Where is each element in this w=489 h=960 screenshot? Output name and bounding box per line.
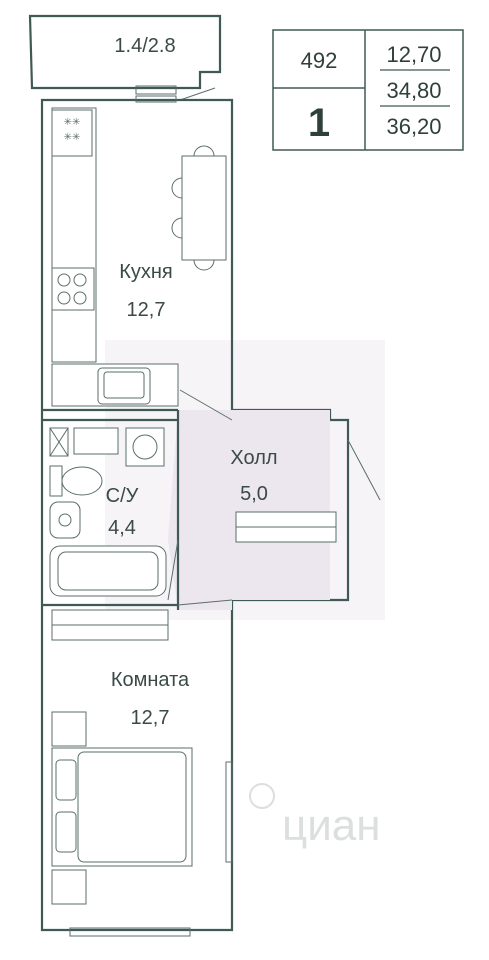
area-with-balcony: 36,20 [386, 114, 441, 139]
info-box: 492 1 12,70 34,80 36,20 [272, 29, 464, 151]
chair-icon [193, 145, 215, 157]
entry-door [347, 439, 381, 501]
svg-text:✳✳: ✳✳ [64, 117, 81, 128]
apartment-number: 492 [301, 48, 338, 73]
toilet-icon [61, 466, 103, 496]
toilet-tank [49, 465, 63, 497]
area-living: 12,70 [386, 42, 441, 67]
bed-icon [51, 747, 193, 867]
washing-machine-icon [125, 427, 165, 467]
pillow-icon [55, 759, 77, 801]
chair-icon [193, 259, 215, 271]
bath-door [167, 539, 179, 601]
svg-text:✳✳: ✳✳ [64, 132, 81, 143]
chair-icon [171, 177, 183, 199]
rooms-count: 1 [308, 101, 330, 145]
sink-icon [97, 367, 151, 405]
hall-area: 5,0 [240, 483, 268, 505]
kitchen-window [135, 95, 177, 103]
bath-shelf [73, 427, 119, 455]
hall-floor [168, 410, 330, 610]
kitchen-furniture: ✳✳ ✳✳ [51, 107, 227, 407]
hall-name: Холл [230, 447, 277, 469]
nightstand [51, 711, 87, 747]
bathroom-area: 4,4 [108, 517, 136, 539]
bedroom-door [177, 599, 233, 606]
kitchen-hood [51, 109, 93, 157]
hall-wardrobe [167, 389, 381, 606]
bathroom-furniture [49, 427, 167, 597]
kitchen-area: 12,7 [127, 299, 166, 321]
watermark: циан [249, 783, 381, 850]
balcony: 1.4/2.8 [28, 14, 222, 101]
bathroom-name: С/У [106, 485, 139, 507]
pillow-icon [55, 811, 77, 853]
bedroom-furniture [51, 609, 193, 905]
balcony-area: 1.4/2.8 [114, 35, 175, 57]
apartment-walls [40, 95, 350, 937]
bedroom-name: Комната [111, 669, 190, 691]
bedroom-window [69, 927, 191, 937]
nightstand [51, 869, 87, 905]
chair-icon [171, 217, 183, 239]
area-total: 34,80 [386, 78, 441, 103]
watermark-text: циан [282, 801, 381, 850]
washbasin-icon [49, 501, 81, 539]
stove-icon [51, 267, 95, 311]
kitchen-door [179, 389, 233, 421]
kitchen-name: Кухня [119, 261, 173, 283]
bedroom-area: 12,7 [131, 707, 170, 729]
cian-logo-icon [249, 783, 275, 809]
bedroom-side-window [225, 761, 233, 863]
dining-table [181, 155, 227, 261]
bathtub-icon [49, 545, 167, 597]
